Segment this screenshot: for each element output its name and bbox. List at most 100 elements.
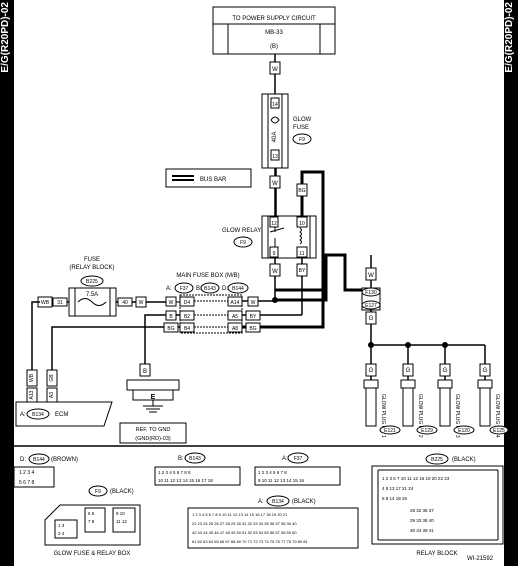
glow-fuse-label: GLOW: [293, 117, 312, 123]
svg-text:61 62 63 64 65 66 67 68 69 70: 61 62 63 64 65 66 67 68 69 70 71 72 73 7…: [192, 539, 308, 544]
wire-label-w5: W: [135, 296, 147, 308]
svg-text:14: 14: [272, 102, 278, 108]
wire-label-w2: W: [269, 175, 281, 189]
svg-text:ECM: ECM: [55, 412, 68, 418]
svg-text:A5: A5: [232, 314, 238, 320]
svg-text:BY: BY: [250, 314, 257, 320]
svg-text:A:: A:: [20, 412, 26, 418]
wire-label-wb: WB: [37, 296, 53, 308]
glow-relay: 12 10 9 11: [261, 215, 317, 259]
svg-text:(GND(RD)-03): (GND(RD)-03): [135, 436, 171, 442]
svg-text:MAIN FUSE BOX (M/B): MAIN FUSE BOX (M/B): [176, 273, 239, 279]
svg-text:1 2 3 4 5 6 7 8: 1 2 3 4 5 6 7 8: [258, 470, 287, 475]
connector-b134: A: B134 (BLACK) 1 2 3 4 5 6 7 8 9 10 11 …: [187, 495, 359, 549]
svg-text:10 11 12 13 14 15 16 17 18: 10 11 12 13 14 15 16 17 18: [158, 478, 213, 483]
svg-text:B143: B143: [204, 286, 216, 292]
svg-text:D4: D4: [184, 300, 191, 306]
bus-bar-label: BUS BAR: [200, 177, 227, 183]
svg-text:BG: BG: [298, 188, 305, 194]
svg-text:9 10 11 12 13 14 15 16: 9 10 11 12 13 14 15 16: [258, 478, 304, 483]
svg-text:W: W: [272, 269, 278, 275]
svg-text:E129: E129: [421, 428, 433, 434]
svg-text:BG: BG: [249, 326, 256, 332]
svg-text:A:: A:: [166, 286, 172, 292]
svg-text:A:: A:: [282, 456, 288, 462]
glow-relay-conn: [233, 236, 253, 248]
power-conn: MB-33: [265, 30, 283, 36]
svg-text:W: W: [272, 67, 278, 73]
svg-text:22 23 24 25 26 27 28 29 30 31: 22 23 24 25 26 27 28 29 30 31 32 33 34 3…: [192, 521, 297, 526]
svg-text:REF. TO GND: REF. TO GND: [136, 427, 171, 433]
svg-text:13: 13: [272, 154, 278, 160]
svg-text:GLOW FUSE & RELAY BOX: GLOW FUSE & RELAY BOX: [54, 551, 131, 557]
svg-text:G: G: [369, 316, 374, 322]
svg-text:B:: B:: [178, 456, 184, 462]
ground-symbol: B E REF. TO GND (GND(RD)-03): [119, 363, 187, 444]
svg-text:G: G: [483, 368, 488, 374]
svg-text:W: W: [251, 300, 256, 306]
svg-text:W: W: [272, 181, 278, 187]
svg-text:9 10: 9 10: [116, 511, 125, 516]
svg-text:42 43 44 45 46 47 48 49 50 51: 42 43 44 45 46 47 48 49 50 51 52 53 54 5…: [192, 530, 297, 535]
bus-bar-legend: BUS BAR: [165, 168, 252, 188]
wire-label-w4: W: [365, 267, 377, 281]
glow-fuse: 14 40A 13: [261, 93, 289, 169]
svg-text:A14: A14: [231, 300, 240, 306]
svg-text:7.5A: 7.5A: [86, 292, 98, 298]
connector-b144: D: B144 (BROWN) 1 2 3 4 5 6 7 8: [13, 453, 78, 488]
glow-fuse-conn: [292, 133, 312, 145]
wire-label-by: BY: [296, 263, 308, 277]
svg-text:G: G: [443, 368, 448, 374]
svg-text:10: 10: [299, 221, 305, 227]
svg-text:GB: GB: [49, 374, 55, 382]
svg-text:WB: WB: [41, 300, 50, 306]
fuse-relay-block: FUSE (RELAY BLOCK) B225 7.5A: [68, 257, 117, 317]
svg-text:GLOW PLUG No. 3: GLOW PLUG No. 3: [454, 394, 460, 438]
svg-text:31: 31: [57, 300, 63, 306]
svg-text:G: G: [369, 368, 374, 374]
svg-text:11 12: 11 12: [116, 519, 127, 524]
svg-text:1 2 3 4 5 6 7 8 9: 1 2 3 4 5 6 7 8 9: [158, 470, 191, 475]
glow-plug-4: G GLOW PLUG No. 4 E125: [477, 345, 509, 438]
svg-text:GLOW PLUG No. 1: GLOW PLUG No. 1: [380, 394, 386, 438]
svg-text:F9: F9: [299, 137, 305, 143]
svg-text:D:: D:: [20, 457, 26, 463]
svg-text:1 2 3 4: 1 2 3 4: [19, 470, 35, 476]
svg-text:B134: B134: [32, 412, 44, 418]
f130-connector: F130 E127: [361, 287, 381, 311]
svg-text:(BROWN): (BROWN): [51, 457, 78, 463]
power-supply-box: TO POWER SUPPLY CIRCUIT MB-33 (B): [212, 6, 336, 55]
svg-text:5 9 14 18 25: 5 9 14 18 25: [382, 496, 408, 501]
svg-text:B:: B:: [196, 286, 202, 292]
svg-text:B2: B2: [184, 314, 190, 320]
svg-text:FUSE: FUSE: [293, 125, 309, 131]
connector-f37: A: F37 1 2 3 4 5 6 7 8 9 10 11 12 13 14 …: [254, 452, 341, 486]
svg-text:40: 40: [122, 300, 128, 306]
svg-text:9: 9: [273, 251, 276, 257]
svg-text:W: W: [169, 300, 174, 306]
svg-text:(BLACK): (BLACK): [110, 489, 134, 495]
svg-text:A13: A13: [29, 390, 35, 399]
svg-text:B4: B4: [184, 326, 190, 332]
svg-text:W: W: [139, 300, 144, 306]
doc-id: WI-21592: [467, 556, 494, 562]
svg-text:B144: B144: [33, 457, 45, 463]
svg-text:A3: A3: [49, 392, 55, 398]
svg-text:E121: E121: [384, 428, 396, 434]
svg-text:F37: F37: [294, 456, 303, 462]
svg-text:F9: F9: [95, 489, 101, 495]
svg-text:(BLACK): (BLACK): [452, 457, 476, 463]
wire-label-w3: W: [269, 263, 281, 277]
svg-text:BG: BG: [167, 326, 174, 332]
svg-text:A:: A:: [258, 499, 264, 505]
svg-text:(RELAY BLOCK): (RELAY BLOCK): [69, 265, 114, 271]
svg-text:FUSE: FUSE: [84, 257, 100, 263]
svg-text:4 8 13 17 21 24: 4 8 13 17 21 24: [382, 486, 414, 491]
svg-text:A8: A8: [232, 326, 238, 332]
connector-b143: B: B143 1 2 3 4 5 6 7 8 9 10 11 12 13 14…: [154, 452, 241, 486]
ecm: WB GB A13 A3 A: B134 ECM: [15, 369, 113, 427]
side-tab-left: E/G(R20PD)-02: [0, 0, 14, 566]
svg-text:29 33 38 40: 29 33 38 40: [410, 518, 434, 523]
svg-text:RELAY BLOCK: RELAY BLOCK: [416, 551, 457, 557]
